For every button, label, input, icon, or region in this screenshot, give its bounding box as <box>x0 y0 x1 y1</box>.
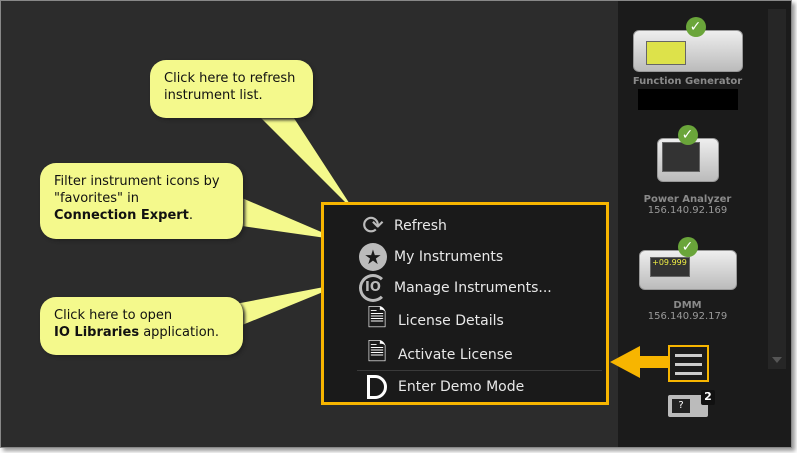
menu-item-refresh[interactable]: ⟳ Refresh <box>358 211 447 241</box>
refresh-icon: ⟳ <box>362 211 384 241</box>
callout-filter-text: Filter instrument icons by "favorites" i… <box>54 174 220 206</box>
menu-item-activate-license[interactable]: 🗎 Activate License <box>362 337 513 370</box>
callout-refresh: Click here to refresh instrument list. <box>150 60 313 118</box>
menu-item-label: Enter Demo Mode <box>398 379 525 395</box>
menu-item-label: License Details <box>398 313 504 329</box>
callout-open-post: application. <box>139 325 220 340</box>
instrument-name: Function Generator <box>632 76 743 87</box>
connected-check-icon: ✓ <box>677 237 698 257</box>
connected-check-icon: ✓ <box>677 125 698 145</box>
instrument-ip: 156.140.92.179 <box>647 311 728 322</box>
main-menu: ⟳ Refresh ★ My Instruments IO Manage Instru… <box>321 202 609 405</box>
hamburger-icon <box>675 354 702 357</box>
connected-check-icon: ✓ <box>685 17 706 37</box>
menu-item-label: Refresh <box>394 218 447 234</box>
unknown-instrument-icon: ? <box>672 399 690 413</box>
function-generator-image: ✓ <box>632 17 743 72</box>
demo-d-icon <box>362 372 392 402</box>
instrument-function-generator[interactable]: ✓ Function Generator <box>625 17 750 110</box>
menu-item-license-details[interactable]: 🗎 License Details <box>362 303 504 336</box>
menu-item-demo-mode[interactable]: Enter Demo Mode <box>362 372 524 402</box>
instrument-name: DMM <box>673 300 702 311</box>
callout-open: Click here to open IO Libraries applicat… <box>40 297 243 355</box>
menu-item-label: Manage Instruments... <box>394 280 552 296</box>
callout-open-text: Click here to open <box>54 308 173 323</box>
redacted-address <box>637 89 738 110</box>
menu-item-label: Activate License <box>398 347 513 363</box>
menu-item-manage-instruments[interactable]: IO Manage Instruments... <box>358 273 552 303</box>
menu-item-label: My Instruments <box>394 249 504 265</box>
instrument-dmm[interactable]: +09.999✓ DMM 156.140.92.179 <box>625 237 750 322</box>
menu-button[interactable] <box>668 345 709 382</box>
io-icon: IO <box>358 273 388 303</box>
scroll-down-icon[interactable] <box>772 357 782 363</box>
star-icon: ★ <box>358 242 388 272</box>
instrument-ip: 156.140.92.169 <box>647 205 728 216</box>
callout-filter-bold: Connection Expert <box>54 208 189 223</box>
menu-item-my-instruments[interactable]: ★ My Instruments <box>358 242 503 272</box>
power-analyzer-image: ✓ <box>656 125 719 182</box>
dmm-image: +09.999✓ <box>638 237 737 290</box>
instrument-panel <box>618 1 791 447</box>
scrollbar[interactable] <box>768 9 786 369</box>
document-info-icon: 🗎 <box>367 303 387 332</box>
unknown-instruments-button[interactable]: ? <box>668 395 708 417</box>
callout-filter: Filter instrument icons by "favorites" i… <box>40 163 243 239</box>
callout-filter-post: . <box>188 208 194 223</box>
unknown-count-badge: 2 <box>701 390 715 405</box>
instrument-power-analyzer[interactable]: ✓ Power Analyzer 156.140.92.169 <box>625 125 750 216</box>
document-lock-icon: 🗎 <box>367 337 387 366</box>
instrument-name: Power Analyzer <box>643 194 732 205</box>
menu-separator <box>357 370 602 371</box>
callout-open-bold: IO Libraries <box>54 325 140 340</box>
